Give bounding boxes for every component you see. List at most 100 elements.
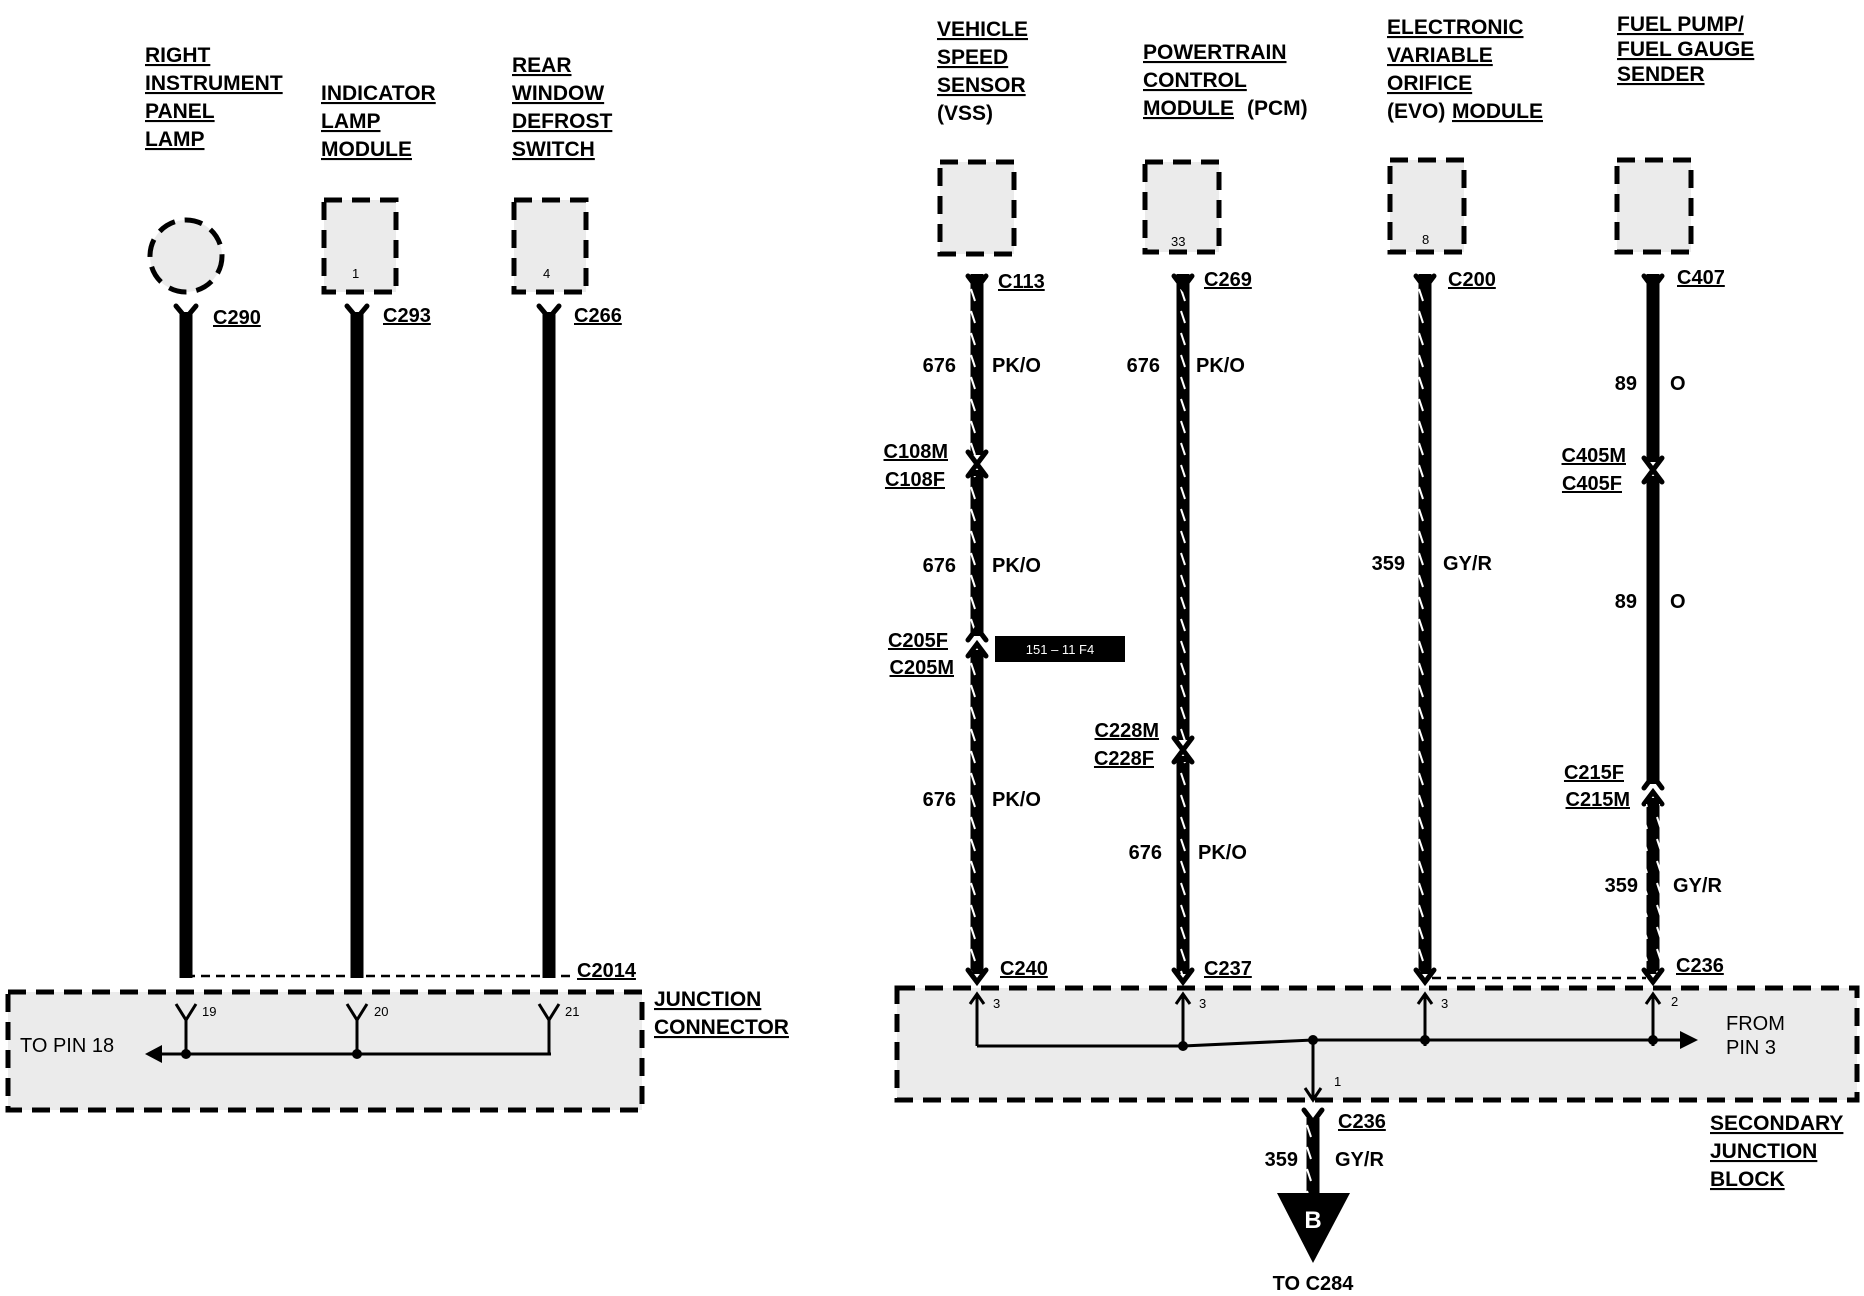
svg-text:359: 359 xyxy=(1605,875,1638,897)
connector-c405f: C405F xyxy=(1562,473,1622,495)
circuit-fuel-3: 359 GY/R xyxy=(1605,875,1723,897)
page-reference-box xyxy=(995,636,1125,662)
rear-defrost-switch-box xyxy=(511,197,589,295)
svg-text:SECONDARY: SECONDARY xyxy=(1710,1112,1843,1135)
svg-text:O: O xyxy=(1670,373,1686,395)
connector-c269: C269 xyxy=(1204,269,1252,291)
svg-text:JUNCTION: JUNCTION xyxy=(1710,1140,1817,1163)
svg-text:359: 359 xyxy=(1265,1149,1298,1171)
sjb-pin-fuel: 2 xyxy=(1671,994,1678,1009)
svg-text:SPEED: SPEED xyxy=(937,46,1008,69)
connector-c293: C293 xyxy=(383,305,431,327)
svg-text:359: 359 xyxy=(1372,553,1405,575)
svg-text:676: 676 xyxy=(923,355,956,377)
fuel-pump-sender-title: FUEL PUMP/ FUEL GAUGE SENDER xyxy=(1617,13,1754,86)
to-c284-label: TO C284 xyxy=(1273,1273,1355,1295)
from-pin-3-label: FROM PIN 3 xyxy=(1726,1013,1785,1059)
circuit-pcm-1: 676 PK/O xyxy=(1127,355,1245,377)
svg-text:676: 676 xyxy=(1127,355,1160,377)
svg-text:VARIABLE: VARIABLE xyxy=(1387,44,1493,67)
vss-title: VEHICLE SPEED SENSOR (VSS) xyxy=(937,18,1028,125)
svg-text:FUEL PUMP/: FUEL PUMP/ xyxy=(1617,13,1744,36)
wire-evo xyxy=(1413,273,1437,987)
junction-pin-19: 19 xyxy=(202,1004,216,1019)
sjb-pin-output: 1 xyxy=(1334,1074,1341,1089)
defrost-switch-pin: 4 xyxy=(543,266,550,281)
connector-c108m: C108M xyxy=(884,441,948,463)
circuit-output: 359 GY/R xyxy=(1265,1149,1385,1171)
svg-text:676: 676 xyxy=(1129,842,1162,864)
svg-text:REAR: REAR xyxy=(512,54,572,77)
svg-text:GY/R: GY/R xyxy=(1443,553,1492,575)
sjb-pin-pcm: 3 xyxy=(1199,996,1206,1011)
right-instrument-panel-lamp-symbol xyxy=(147,217,225,295)
svg-text:O: O xyxy=(1670,591,1686,613)
junction-connector-internal xyxy=(145,1003,561,1063)
svg-text:BLOCK: BLOCK xyxy=(1710,1168,1785,1191)
secondary-junction-internal xyxy=(968,991,1698,1103)
sjb-pin-vss: 3 xyxy=(993,996,1000,1011)
svg-text:676: 676 xyxy=(923,555,956,577)
secondary-junction-block-box xyxy=(894,985,1860,1103)
junction-pin-21: 21 xyxy=(565,1004,579,1019)
to-pin-18-label: TO PIN 18 xyxy=(20,1035,114,1057)
svg-text:POWERTRAIN: POWERTRAIN xyxy=(1143,41,1287,64)
svg-text:LAMP: LAMP xyxy=(145,128,205,151)
circuit-fuel-2: 89 O xyxy=(1615,591,1686,613)
connector-c405m: C405M xyxy=(1562,445,1626,467)
svg-text:PK/O: PK/O xyxy=(992,355,1041,377)
connector-c236-top: C236 xyxy=(1676,955,1724,977)
wire-indicator-module xyxy=(344,303,370,978)
svg-text:INDICATOR: INDICATOR xyxy=(321,82,436,105)
svg-text:676: 676 xyxy=(923,789,956,811)
evo-title: ELECTRONIC VARIABLE ORIFICE (EVO) MODULE xyxy=(1387,16,1543,123)
pcm-box xyxy=(1142,159,1222,255)
junction-connector-box xyxy=(5,989,645,1113)
svg-text:MODULE: MODULE xyxy=(1452,100,1543,123)
svg-text:DEFROST: DEFROST xyxy=(512,110,613,133)
svg-text:CONNECTOR: CONNECTOR xyxy=(654,1016,789,1039)
svg-text:SENSOR: SENSOR xyxy=(937,74,1026,97)
rear-window-defrost-switch-title: REAR WINDOW DEFROST SWITCH xyxy=(512,54,613,161)
svg-text:CONTROL: CONTROL xyxy=(1143,69,1247,92)
svg-text:ORIFICE: ORIFICE xyxy=(1387,72,1472,95)
wire-pcm xyxy=(1171,273,1195,987)
terminal-b-triangle xyxy=(1277,1193,1350,1263)
connector-c228m: C228M xyxy=(1095,720,1159,742)
svg-text:(EVO): (EVO) xyxy=(1387,100,1445,123)
svg-text:ELECTRONIC: ELECTRONIC xyxy=(1387,16,1524,39)
svg-text:PANEL: PANEL xyxy=(145,100,215,123)
evo-pin: 8 xyxy=(1422,232,1429,247)
svg-text:GY/R: GY/R xyxy=(1673,875,1722,897)
connector-c2014: C2014 xyxy=(577,960,637,982)
wire-fuel-sender xyxy=(1641,273,1665,987)
svg-text:(PCM): (PCM) xyxy=(1247,97,1308,120)
svg-text:RIGHT: RIGHT xyxy=(145,44,211,67)
pcm-pin: 33 xyxy=(1171,234,1185,249)
connector-c237: C237 xyxy=(1204,958,1252,980)
connector-c266: C266 xyxy=(574,305,622,327)
circuit-fuel-1: 89 O xyxy=(1615,373,1686,395)
connector-c215m: C215M xyxy=(1566,789,1630,811)
svg-text:GY/R: GY/R xyxy=(1335,1149,1384,1171)
wire-rear-defrost xyxy=(536,303,562,978)
svg-text:PK/O: PK/O xyxy=(1198,842,1247,864)
connector-c205m: C205M xyxy=(890,657,954,679)
svg-text:INSTRUMENT: INSTRUMENT xyxy=(145,72,283,95)
junction-connector-label: JUNCTION CONNECTOR xyxy=(654,988,789,1039)
connector-c407: C407 xyxy=(1677,267,1725,289)
svg-text:(VSS): (VSS) xyxy=(937,102,993,125)
circuit-vss-2: 676 PK/O xyxy=(923,555,1041,577)
svg-text:PK/O: PK/O xyxy=(992,789,1041,811)
connector-c113: C113 xyxy=(998,271,1045,293)
svg-text:MODULE: MODULE xyxy=(1143,97,1234,120)
wire-output xyxy=(1301,1107,1325,1196)
svg-text:MODULE: MODULE xyxy=(321,138,412,161)
terminal-b-letter: B xyxy=(1304,1207,1321,1234)
wire-right-panel-lamp xyxy=(173,303,199,978)
pcm-title: POWERTRAIN CONTROL MODULE (PCM) xyxy=(1143,41,1308,120)
svg-text:JUNCTION: JUNCTION xyxy=(654,988,761,1011)
connector-c108f: C108F xyxy=(885,469,945,491)
connector-c228f: C228F xyxy=(1094,748,1154,770)
